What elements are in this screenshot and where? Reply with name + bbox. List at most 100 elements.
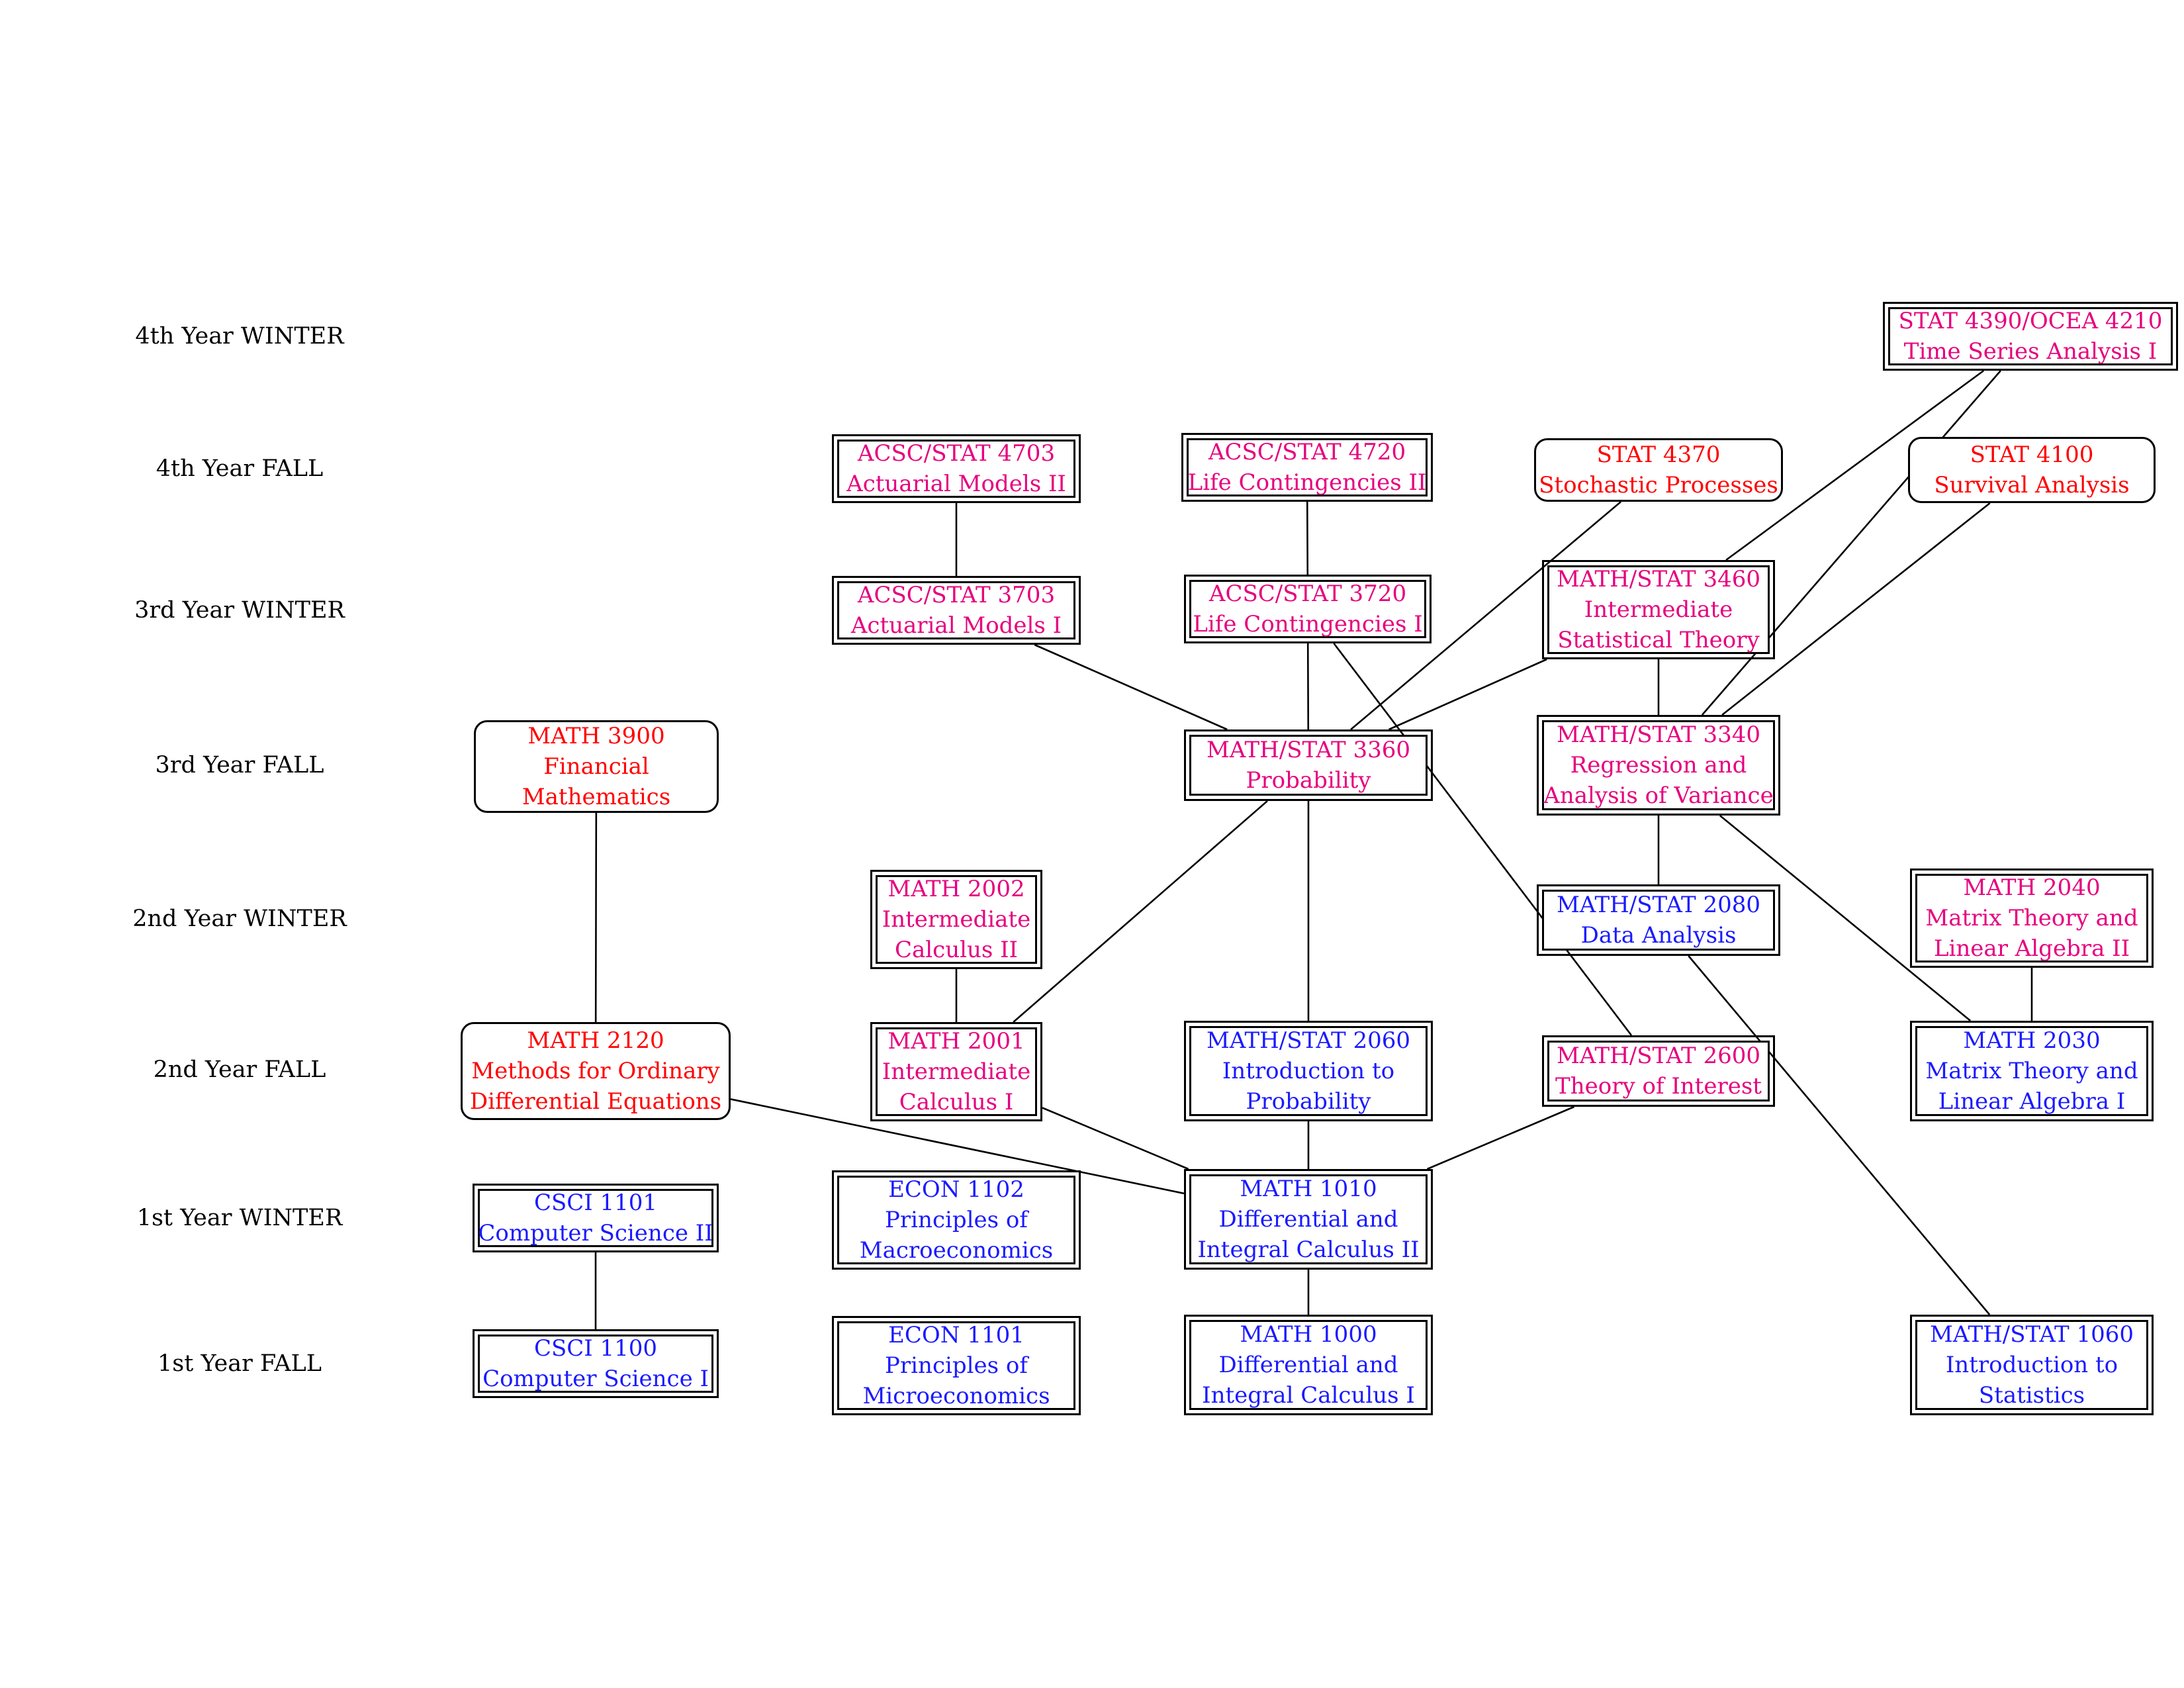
course-title: Intermediate: [882, 906, 1031, 933]
course-csci-1100: CSCI 1100 Computer Science I: [473, 1329, 719, 1398]
term-label-2nd-year-winter: 2nd Year WINTER: [132, 906, 347, 932]
course-code: MATH 3900: [527, 723, 665, 749]
course-acsc-stat-3703: ACSC/STAT 3703 Actuarial Models I: [832, 576, 1081, 645]
course-title: Differential and: [1218, 1206, 1398, 1233]
course-title: Life Contingencies I: [1193, 611, 1423, 637]
course-code: MATH 1010: [1240, 1176, 1377, 1202]
prereq-line-math1010-math2001: [1042, 1107, 1189, 1170]
course-title: Calculus II: [895, 937, 1018, 963]
course-code: ACSC/STAT 3703: [857, 582, 1056, 608]
course-title: Methods for Ordinary: [471, 1058, 720, 1084]
course-stat-4390: STAT 4390/OCEA 4210 Time Series Analysis…: [1883, 302, 2178, 371]
course-title: Data Analysis: [1580, 922, 1737, 949]
course-title: Financial: [543, 753, 649, 780]
course-code: STAT 4390/OCEA 4210: [1898, 308, 2163, 334]
prereq-line-math3360-math3460: [1388, 658, 1547, 731]
course-code: MATH 2001: [887, 1028, 1025, 1055]
prereq-line-math3340-stat4390: [1701, 370, 2001, 716]
prereq-line-math3460-stat4390: [1725, 369, 1985, 561]
course-code: STAT 4100: [1970, 442, 2094, 468]
course-math-2002: MATH 2002 Intermediate Calculus II: [870, 870, 1042, 969]
course-title: Integral Calculus I: [1202, 1382, 1415, 1409]
term-label-4th-year-fall: 4th Year FALL: [156, 455, 324, 482]
course-math-2001: MATH 2001 Intermediate Calculus I: [870, 1022, 1042, 1121]
course-code: CSCI 1100: [533, 1335, 658, 1362]
course-title: Integral Calculus II: [1197, 1237, 1420, 1263]
prereq-line-math1010-math2600: [1426, 1105, 1574, 1170]
course-title: Differential Equations: [469, 1088, 722, 1115]
course-title: Actuarial Models I: [850, 612, 1062, 639]
term-label-3rd-year-winter: 3rd Year WINTER: [134, 597, 345, 624]
course-title: Computer Science I: [482, 1366, 709, 1392]
course-title: Life Contingencies II: [1187, 469, 1427, 496]
course-title: Mathematics: [522, 784, 671, 810]
course-acsc-stat-4720: ACSC/STAT 4720 Life Contingencies II: [1181, 433, 1433, 502]
term-label-1st-year-winter: 1st Year WINTER: [136, 1205, 343, 1231]
course-code: ECON 1101: [888, 1322, 1024, 1348]
course-code: MATH/STAT 3360: [1206, 737, 1411, 763]
course-title: Differential and: [1218, 1352, 1398, 1378]
course-stat-4370: STAT 4370 Stochastic Processes: [1534, 438, 1783, 502]
course-code: MATH/STAT 1060: [1929, 1321, 2134, 1348]
course-math-stat-3360: MATH/STAT 3360 Probability: [1184, 729, 1433, 801]
course-title: Linear Algebra I: [1938, 1088, 2126, 1115]
course-title: Computer Science II: [478, 1220, 713, 1246]
course-econ-1102: ECON 1102 Principles of Macroeconomics: [832, 1170, 1081, 1270]
course-title: Principles of: [885, 1352, 1028, 1379]
course-math-stat-1060: MATH/STAT 1060 Introduction to Statistic…: [1910, 1315, 2154, 1415]
course-code: MATH 2002: [887, 876, 1025, 902]
course-title: Matrix Theory and: [1925, 1058, 2138, 1084]
prereq-line-math1010-math2120: [730, 1098, 1185, 1195]
course-acsc-stat-3720: ACSC/STAT 3720 Life Contingencies I: [1184, 575, 1432, 643]
course-code: MATH/STAT 3460: [1556, 566, 1761, 592]
course-code: MATH/STAT 2060: [1206, 1027, 1411, 1054]
course-code: MATH 1000: [1240, 1321, 1377, 1348]
course-title: Intermediate: [882, 1058, 1031, 1085]
course-acsc-stat-4703: ACSC/STAT 4703 Actuarial Models II: [832, 434, 1081, 503]
course-math-2040: MATH 2040 Matrix Theory and Linear Algeb…: [1910, 868, 2154, 968]
course-code: MATH 2030: [1963, 1027, 2101, 1054]
course-title: Probability: [1246, 767, 1371, 794]
course-math-stat-3340: MATH/STAT 3340 Regression and Analysis o…: [1537, 715, 1780, 816]
course-title: Time Series Analysis I: [1903, 338, 2158, 365]
course-math-2030: MATH 2030 Matrix Theory and Linear Algeb…: [1910, 1021, 2154, 1121]
term-label-1st-year-fall: 1st Year FALL: [158, 1350, 322, 1377]
course-title: Macroeconomics: [859, 1237, 1054, 1264]
course-title: Actuarial Models II: [846, 471, 1066, 497]
prereq-line-math3340-stat4100: [1721, 502, 1991, 716]
prereq-line-math3360-stat4370: [1350, 501, 1621, 730]
course-code: STAT 4370: [1596, 442, 1721, 468]
course-math-stat-3460: MATH/STAT 3460 Intermediate Statistical …: [1542, 560, 1775, 659]
course-title: Introduction to: [1945, 1352, 2118, 1378]
course-title: Calculus I: [899, 1089, 1014, 1115]
course-title: Analysis of Variance: [1543, 782, 1774, 809]
course-math-stat-2080: MATH/STAT 2080 Data Analysis: [1537, 884, 1780, 956]
course-title: Introduction to: [1222, 1058, 1395, 1084]
course-code: MATH/STAT 2080: [1556, 892, 1761, 918]
course-math-stat-2060: MATH/STAT 2060 Introduction to Probabili…: [1184, 1021, 1433, 1121]
course-title: Survival Analysis: [1934, 472, 2130, 498]
course-math-1000: MATH 1000 Differential and Integral Calc…: [1184, 1315, 1433, 1415]
course-title: Statistical Theory: [1557, 627, 1760, 653]
course-code: ACSC/STAT 3720: [1208, 581, 1407, 607]
course-code: MATH/STAT 3340: [1556, 722, 1761, 748]
prereq-line-acsc3720-acsc4720: [1306, 501, 1309, 575]
course-code: MATH 2120: [527, 1027, 664, 1054]
course-math-stat-2600: MATH/STAT 2600 Theory of Interest: [1542, 1035, 1775, 1107]
course-title: Probability: [1246, 1088, 1371, 1115]
term-label-2nd-year-fall: 2nd Year FALL: [153, 1056, 326, 1083]
course-title: Principles of: [885, 1207, 1028, 1233]
course-title: Linear Algebra II: [1933, 935, 2130, 962]
course-math-1010: MATH 1010 Differential and Integral Calc…: [1184, 1169, 1433, 1270]
course-title: Stochastic Processes: [1539, 472, 1778, 498]
term-label-3rd-year-fall: 3rd Year FALL: [155, 752, 324, 778]
prereq-line-math3360-acsc3703: [1034, 643, 1228, 731]
course-math-2120: MATH 2120 Methods for Ordinary Different…: [461, 1022, 731, 1120]
course-code: MATH 2040: [1963, 874, 2101, 901]
prereq-line-math2600-acsc3720: [1333, 643, 1633, 1036]
term-label-4th-year-winter: 4th Year WINTER: [135, 323, 344, 350]
prereq-line-math2001-math3360: [1013, 800, 1268, 1023]
course-code: CSCI 1101: [533, 1190, 658, 1216]
